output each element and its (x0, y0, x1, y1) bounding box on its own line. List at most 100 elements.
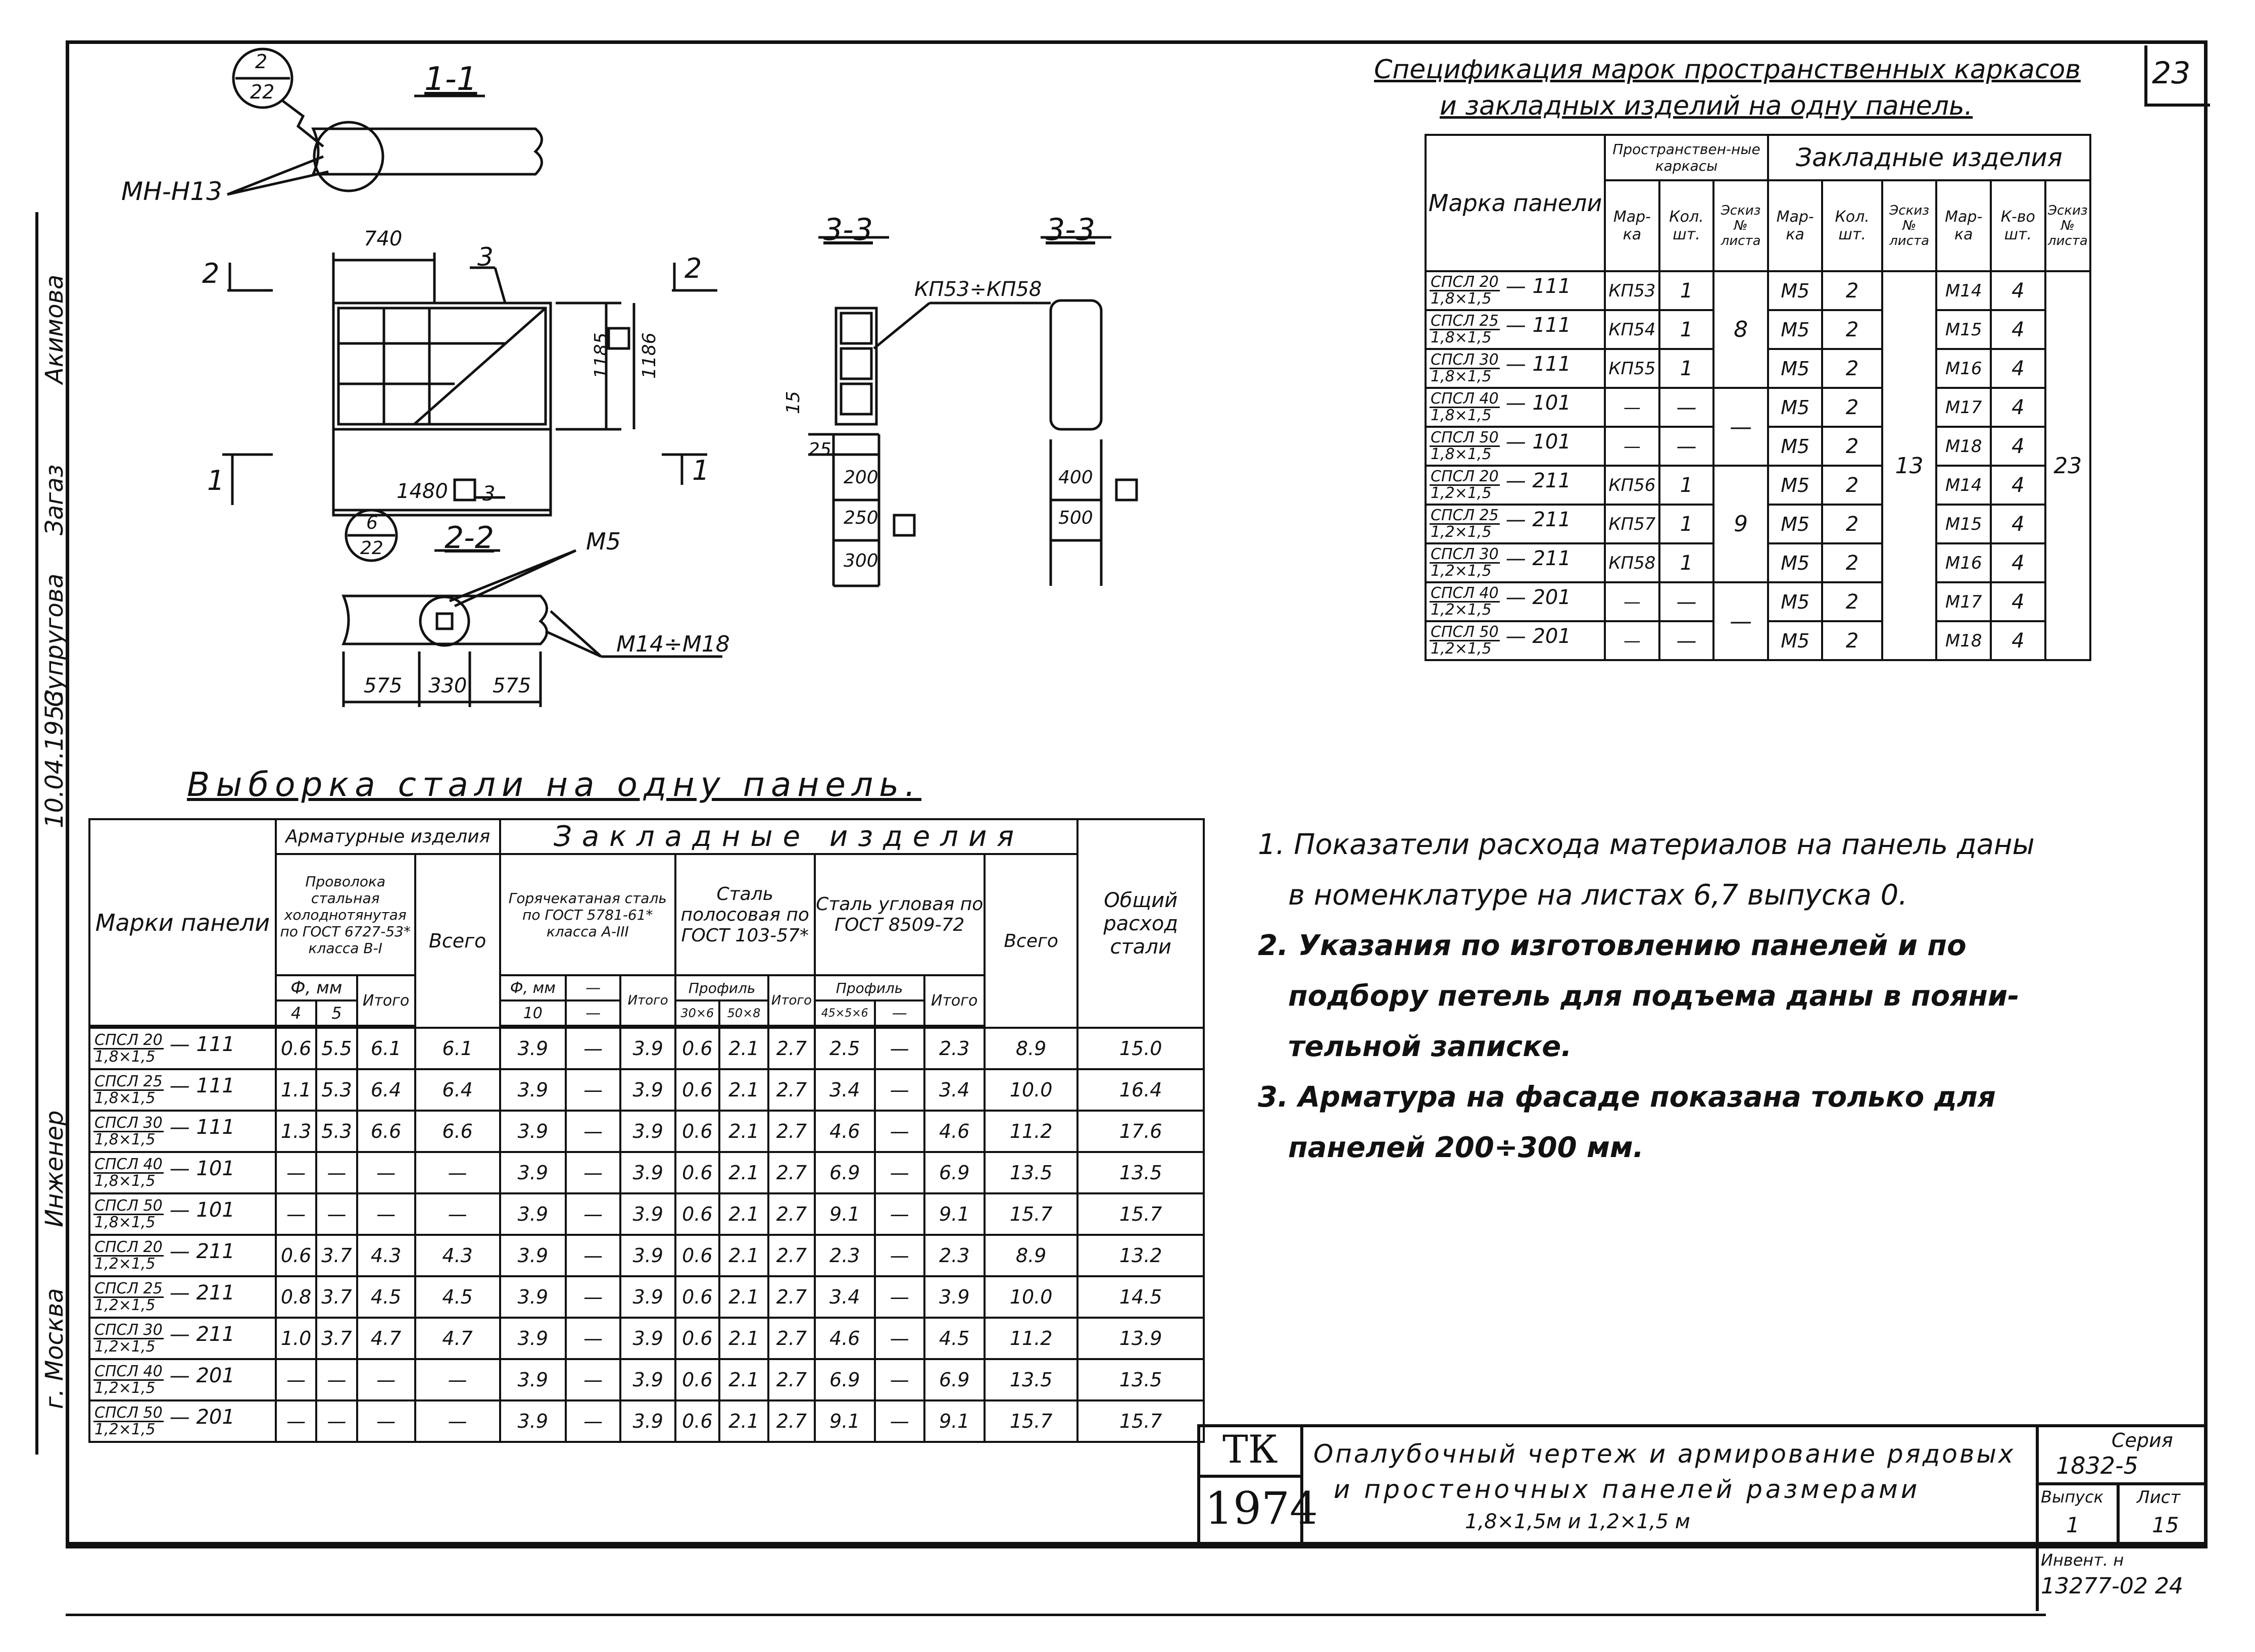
steel-cell: 3.9 (499, 1358, 567, 1401)
steel-cell: — (564, 1068, 622, 1112)
section-2-2-label: 2-2 (445, 520, 494, 556)
steel-cell: 2.1 (718, 1275, 770, 1319)
spec-cell: — (1658, 426, 1715, 467)
steel-cell: 3.9 (499, 1027, 567, 1070)
steel-cell: 5.3 (315, 1110, 358, 1153)
steel-cell: 3.9 (619, 1110, 676, 1153)
panel-mark-bottom: 1,8×1,5 (94, 1213, 156, 1231)
steel-cell: 3.4 (813, 1068, 876, 1112)
steel-cell: 3.9 (499, 1399, 567, 1443)
steel-cell: — (414, 1399, 501, 1443)
steel-cell: 0.6 (674, 1358, 720, 1401)
spec-cell: 1 (1658, 348, 1715, 389)
panel-mark-bottom: 1,2×1,5 (94, 1420, 156, 1438)
dim-1186: 1186 (639, 332, 660, 379)
steel-cell: 0.6 (674, 1110, 720, 1153)
panel-plan (332, 302, 552, 431)
panel-mark-bottom: 1,2×1,5 (1431, 484, 1492, 502)
steel-h-itogo: Итого (356, 974, 416, 1027)
spec-sheet: 9 (1712, 465, 1769, 583)
panel-mark-suffix: — 101 (169, 1198, 235, 1222)
steel-h-itogo3: Итого (767, 974, 816, 1027)
panel-mark-bottom: 1,2×1,5 (94, 1255, 156, 1273)
steel-cell: 13.5 (1076, 1151, 1205, 1194)
spec-sheet: — (1712, 581, 1769, 661)
bottom-rule (66, 1545, 2208, 1548)
section-3-3a (835, 307, 878, 426)
steel-cell: — (564, 1275, 622, 1319)
steel-h-f: Ф, мм (499, 974, 567, 1002)
steel-cell: 8.9 (983, 1027, 1079, 1070)
lower-rule (66, 1614, 2046, 1616)
cut-1-right: 1 (692, 455, 710, 486)
note-line: 3. Арматура на фасаде показана только дл… (1258, 1081, 1996, 1114)
spec-cell: — (1658, 581, 1715, 622)
steel-cell: — (564, 1234, 622, 1277)
steel-cell: 13.5 (983, 1358, 1079, 1401)
seriya-label: Серия (2112, 1429, 2173, 1451)
spec-h-sub: Мар-ка (1935, 179, 1992, 272)
steel-h-dash: — (564, 999, 622, 1027)
dim-1480: 1480 (397, 480, 448, 503)
steel-cell: — (414, 1358, 501, 1401)
steel-cell: 2.1 (718, 1317, 770, 1360)
spec-cell: 4 (1990, 426, 2046, 467)
steel-cell: 15.7 (1076, 1192, 1205, 1236)
steel-cell: 3.9 (619, 1027, 676, 1070)
spec-cell: 1 (1658, 309, 1715, 350)
steel-cell: 4.3 (356, 1234, 416, 1277)
spec-cell: 1 (1658, 542, 1715, 583)
steel-cell: 17.6 (1076, 1110, 1205, 1153)
panel-mark-top: СПСЛ 50 (93, 1404, 164, 1422)
panel-mark-top: СПСЛ 50 (1430, 623, 1500, 641)
spec-h-sub: Мар-ка (1767, 179, 1824, 272)
steel-cell: — (274, 1358, 318, 1401)
panel-mark-suffix: — 211 (169, 1281, 235, 1305)
panel-mark-suffix: — 211 (1505, 469, 1571, 492)
steel-cell: 4.6 (813, 1110, 876, 1153)
steel-cell: 4.6 (813, 1317, 876, 1360)
steel-cell: 3.9 (499, 1068, 567, 1112)
steel-h-p1: 30×6 (674, 999, 720, 1027)
steel-cell: 3.4 (813, 1275, 876, 1319)
steel-cell: 2.1 (718, 1027, 770, 1070)
steel-cell: 0.6 (674, 1068, 720, 1112)
inv-value: 13277-02 24 (2041, 1573, 2183, 1599)
vypusk-label: Выпуск (2041, 1487, 2103, 1507)
steel-cell: — (564, 1192, 622, 1236)
panel-mark-bottom: 1,8×1,5 (1431, 407, 1492, 424)
spec-h-marka: Марка панели (1424, 134, 1606, 272)
steel-h-zakl: Закладные изделия (499, 818, 1079, 855)
steel-cell: — (873, 1399, 925, 1443)
spec-cell: 4 (1990, 542, 2046, 583)
note-line: 2. Указания по изготовлению панелей и по (1258, 929, 1967, 962)
steel-table: Марки панели Арматурные изделия Закладны… (88, 818, 1205, 1443)
steel-cell: 2.7 (767, 1275, 816, 1319)
spec-subheader-row: Мар-ка Кол. шт. Эскиз № листа Мар-ка Кол… (1426, 179, 2092, 272)
panel-mark-bottom: 1,8×1,5 (94, 1130, 156, 1148)
steel-cell: 3.9 (619, 1317, 676, 1360)
panel-mark-top: СПСЛ 25 (1430, 312, 1500, 330)
steel-cell: 10.0 (983, 1275, 1079, 1319)
steel-cell: — (873, 1027, 925, 1070)
steel-cell: — (873, 1110, 925, 1153)
spec-cell: КП56 (1604, 465, 1660, 506)
panel-mark-top: СПСЛ 50 (1430, 429, 1500, 447)
steel-cell: 6.9 (923, 1358, 986, 1401)
spec-cell: М5 (1767, 465, 1824, 506)
